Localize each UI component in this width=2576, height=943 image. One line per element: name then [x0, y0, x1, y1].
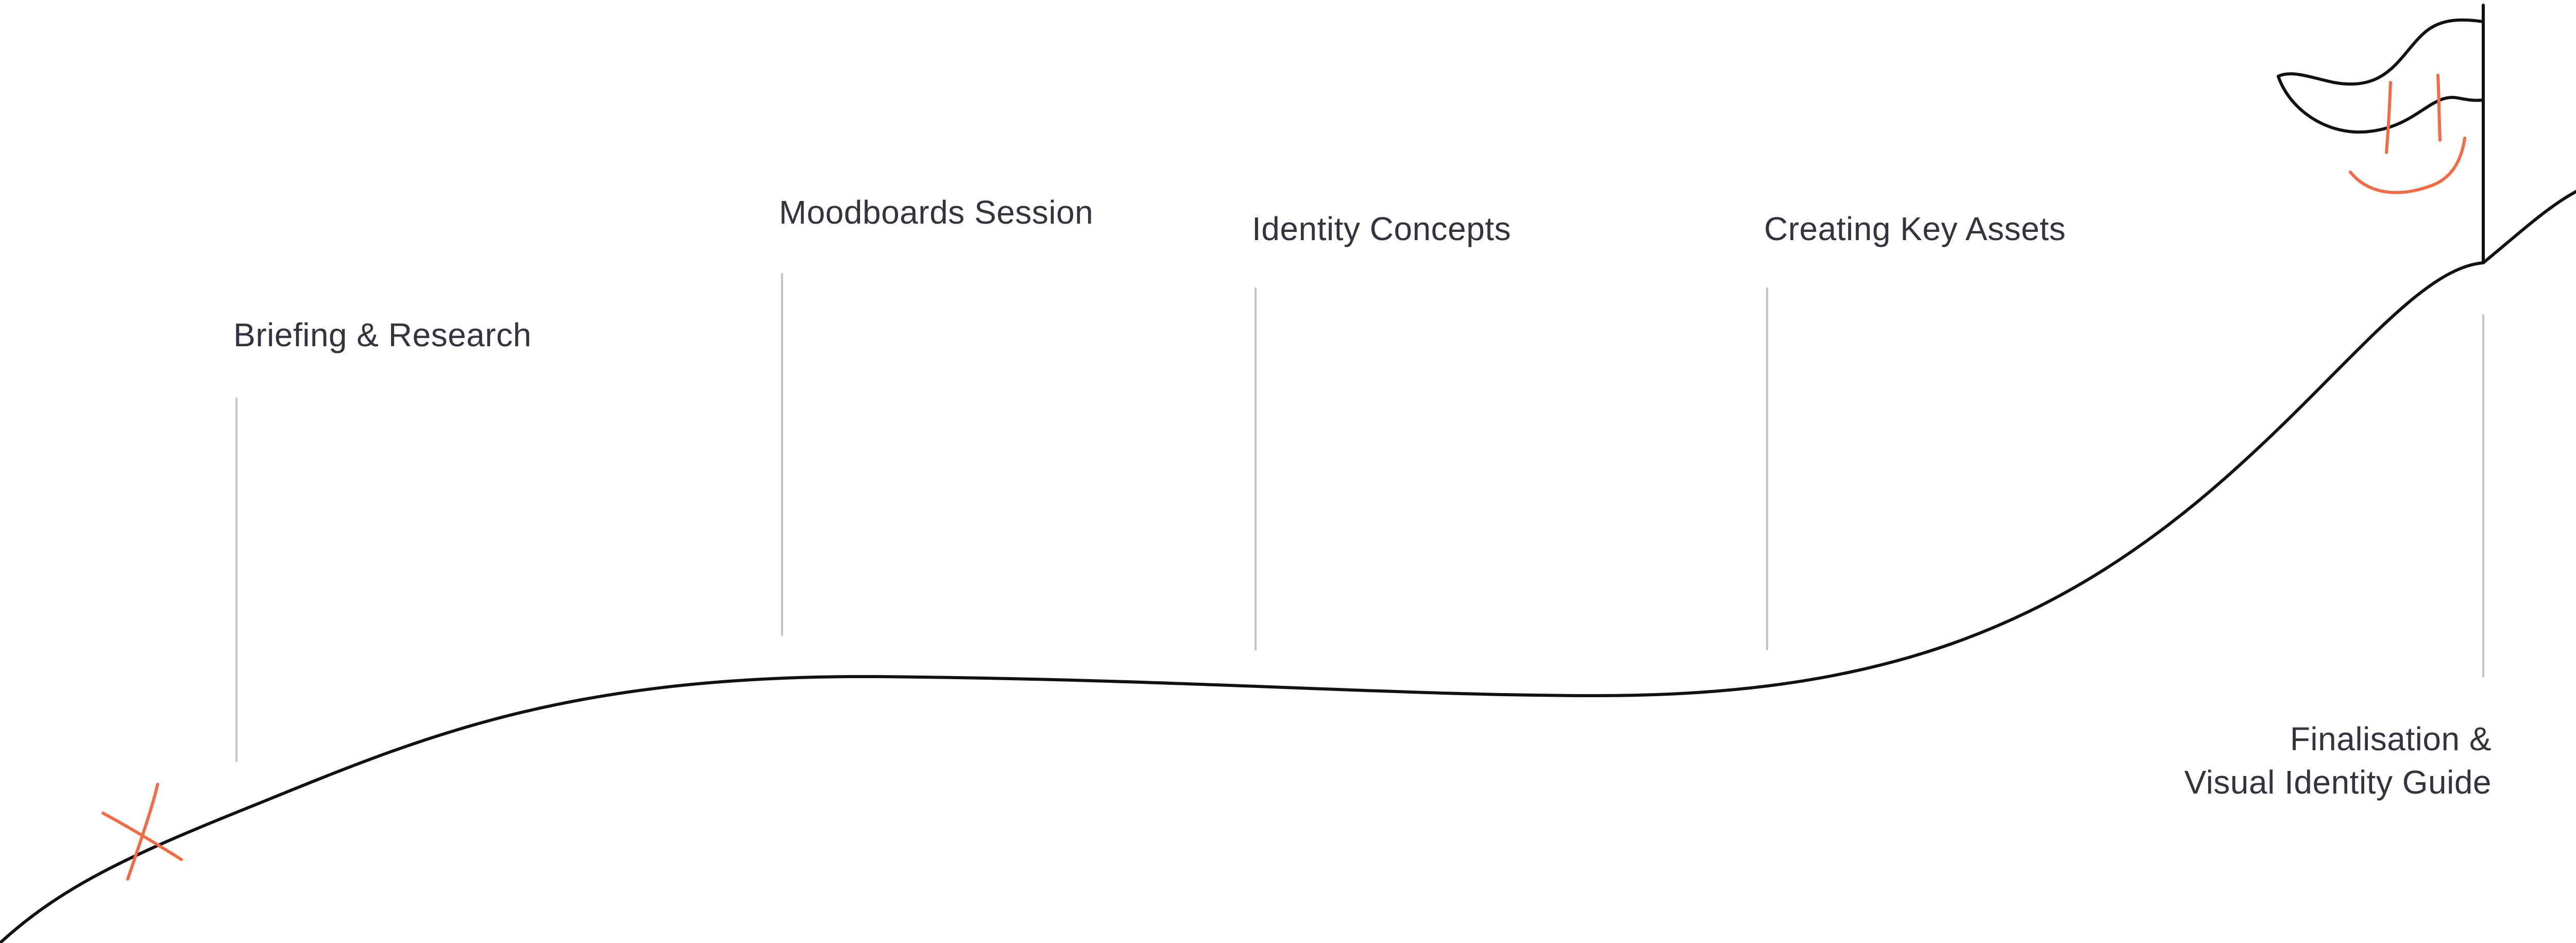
stage-label-key-assets: Creating Key Assets [1764, 210, 2066, 247]
stage-label-identity-concepts: Identity Concepts [1252, 210, 1511, 247]
stage-label-briefing: Briefing & Research [233, 316, 532, 353]
journey-path [0, 190, 2576, 943]
stage-label-finalisation-line2: Visual Identity Guide [2184, 764, 2492, 801]
start-x-mark-icon [101, 783, 183, 881]
stage-label-finalisation-line1: Finalisation & [2290, 720, 2492, 757]
stage-label-moodboards: Moodboards Session [779, 194, 1093, 231]
finish-flag-icon [2277, 4, 2485, 264]
